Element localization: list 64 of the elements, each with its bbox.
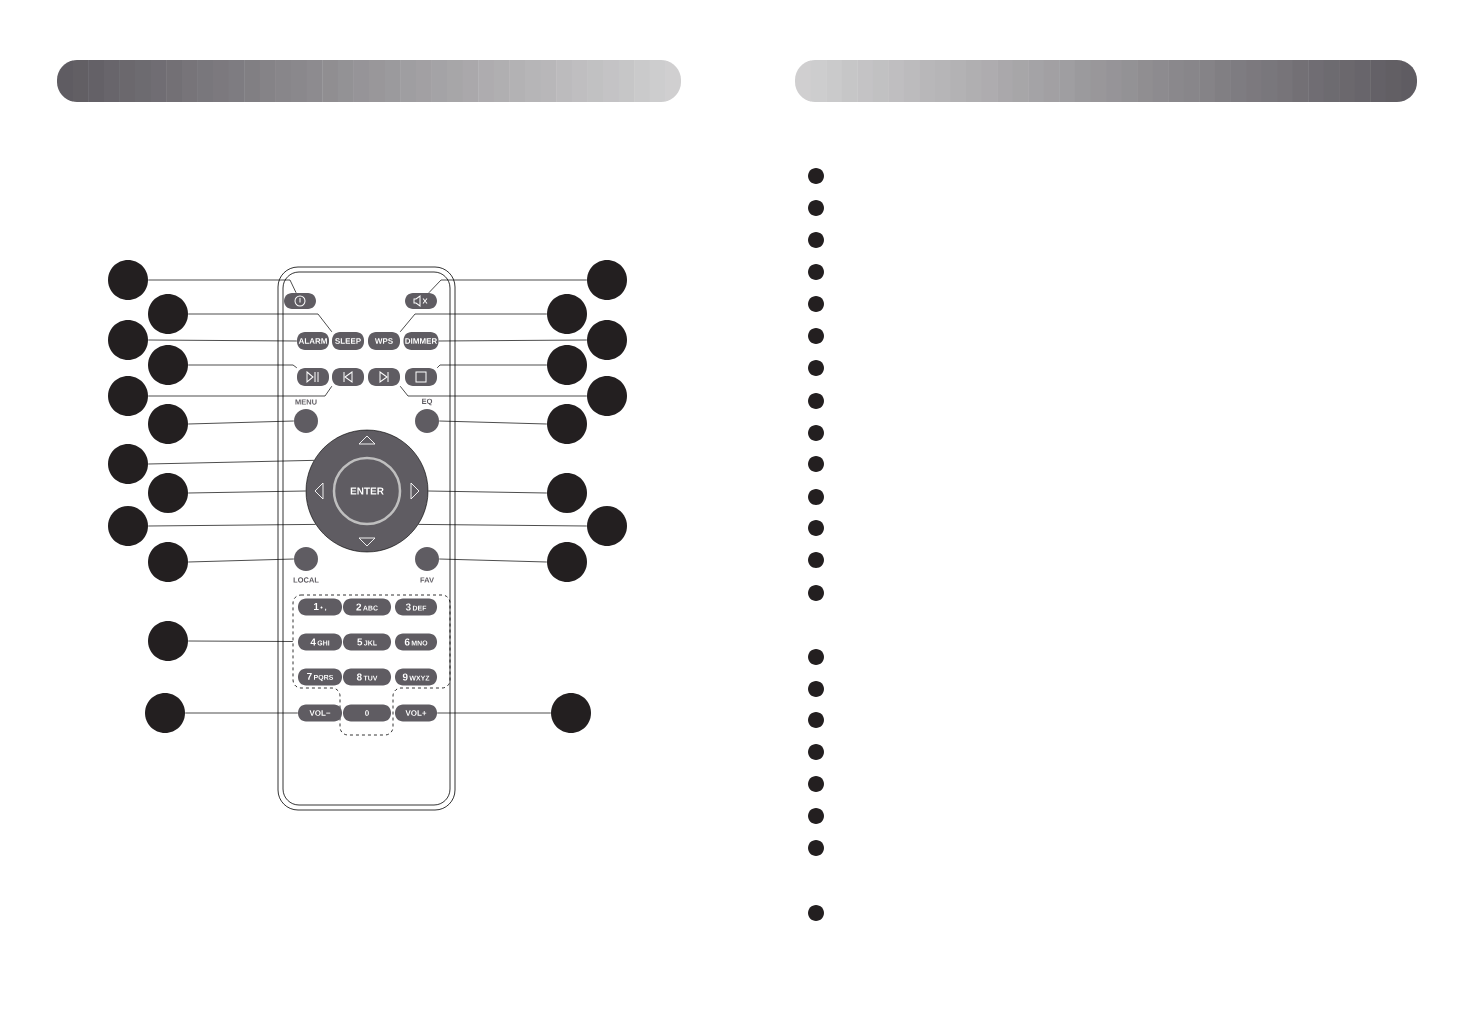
leader-line <box>436 364 548 369</box>
remote-button: SLEEP <box>332 332 364 350</box>
leader-line <box>438 558 548 563</box>
leader-line <box>147 279 297 294</box>
callout-dot <box>587 320 627 360</box>
remote-button: WPS <box>368 332 400 350</box>
leader-line <box>147 460 315 465</box>
callout-dot <box>108 320 148 360</box>
play-pause-button <box>297 368 329 386</box>
callout-dot <box>108 376 148 416</box>
round-button <box>294 409 318 433</box>
callout-dot <box>587 506 627 546</box>
leader-line <box>187 640 294 642</box>
round-button <box>294 547 318 571</box>
number-key: 0 <box>343 704 391 722</box>
callout-dot <box>148 294 188 334</box>
leader-line <box>427 490 548 494</box>
next-button <box>368 368 400 386</box>
remote-button: VOL+ <box>395 704 437 722</box>
leader-line <box>187 364 298 369</box>
remote-body <box>277 266 456 811</box>
callout-dot <box>148 345 188 385</box>
round-button <box>415 409 439 433</box>
callout-dot <box>551 693 591 733</box>
callout-dot <box>587 376 627 416</box>
leader-line <box>147 339 298 342</box>
leader-line <box>147 385 333 397</box>
callout-dot <box>148 621 188 661</box>
callout-dot <box>547 473 587 513</box>
callout-dot <box>108 260 148 300</box>
callout-dot <box>145 693 185 733</box>
remote-button: VOL− <box>298 704 342 722</box>
callout-dot <box>148 473 188 513</box>
leader-line <box>187 558 295 563</box>
leader-line <box>438 339 588 342</box>
leader-line <box>187 490 307 494</box>
leader-line <box>428 279 588 294</box>
callout-dot <box>148 404 188 444</box>
remote-button: DIMMER <box>403 332 439 350</box>
callout-dot <box>108 506 148 546</box>
previous-button <box>332 368 364 386</box>
callout-dot <box>547 542 587 582</box>
callout-dot <box>148 542 188 582</box>
leader-line <box>184 712 299 714</box>
leader-line <box>399 385 588 397</box>
callout-dot <box>547 345 587 385</box>
mute-button <box>405 293 437 309</box>
callout-dot <box>547 404 587 444</box>
power-button <box>284 293 316 309</box>
leader-line <box>187 420 295 425</box>
leader-line <box>187 313 333 333</box>
leader-line <box>399 313 548 333</box>
enter-button: ENTER <box>332 456 402 526</box>
remote-button: ALARM <box>297 332 329 350</box>
leader-line <box>438 420 548 425</box>
callout-dot <box>108 444 148 484</box>
round-button <box>415 547 439 571</box>
stop-button <box>405 368 437 386</box>
leader-line <box>418 524 588 527</box>
leader-line <box>436 712 552 714</box>
leader-line <box>147 524 316 527</box>
callout-dot <box>547 294 587 334</box>
keypad-outline <box>292 594 451 736</box>
callout-dot <box>587 260 627 300</box>
